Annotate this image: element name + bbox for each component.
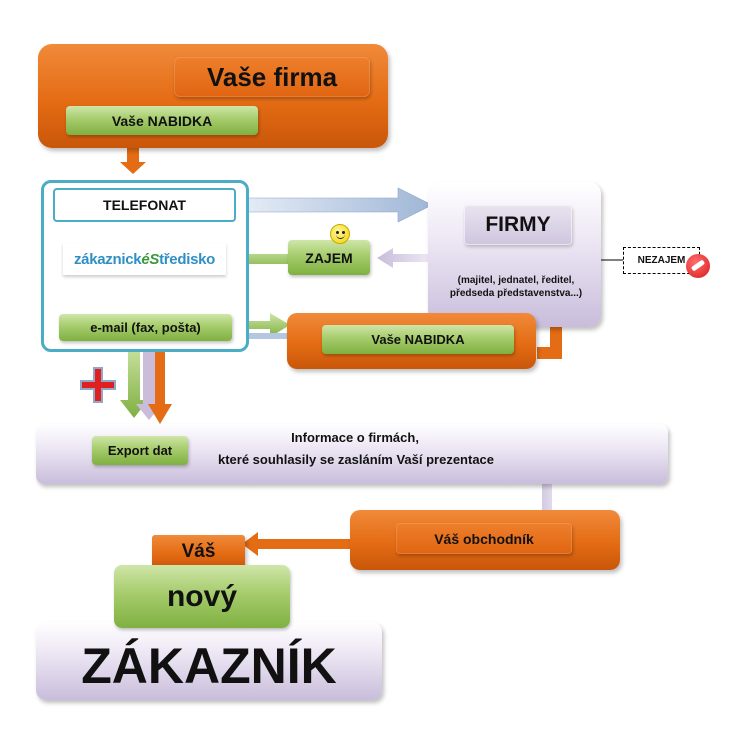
logo-part3: tředisko <box>159 250 216 268</box>
arrow-email-down-orange <box>148 340 172 424</box>
plus-icon <box>80 367 116 403</box>
arrow-telefonat-firmy <box>236 187 433 223</box>
arrow-email-offer <box>232 313 290 337</box>
arrow-firmy-zajem <box>377 248 430 268</box>
logo-part1: zákaznick <box>73 250 142 268</box>
smiley-icon <box>330 224 350 244</box>
zakaznik-box: ZÁKAZNÍK <box>36 622 382 700</box>
arrow-top-down <box>120 148 146 174</box>
logo-part2: éS <box>141 250 160 268</box>
arrow-email-down-purple <box>136 340 162 420</box>
novy-box: nový <box>114 565 290 628</box>
zajem-box: ZAJEM <box>288 240 370 275</box>
telefonat-box: TELEFONAT <box>53 188 236 222</box>
arrow-email-down-green <box>120 340 148 418</box>
vas-label: Váš <box>152 535 245 569</box>
middle-offer-label: Vaše NABIDKA <box>322 325 514 354</box>
company-title: Vaše firma <box>174 57 370 97</box>
firmy-title: FIRMY <box>464 205 572 245</box>
export-data-label: Export dat <box>92 436 188 465</box>
export-line1: Informace o firmách, <box>291 429 419 445</box>
salesman-label: Váš obchodník <box>396 523 572 554</box>
email-box: e-mail (fax, pošta) <box>59 314 232 341</box>
firmy-box <box>428 182 601 327</box>
firmy-subtitle: (majitel, jednatel, ředitel, předseda př… <box>449 275 583 299</box>
export-line2: které souhlasily se zasláním Vaší prezen… <box>217 451 495 467</box>
no-entry-icon <box>686 254 710 278</box>
top-offer-label: Vaše NABIDKA <box>66 106 258 135</box>
arrow-salesman-vas <box>242 532 350 556</box>
